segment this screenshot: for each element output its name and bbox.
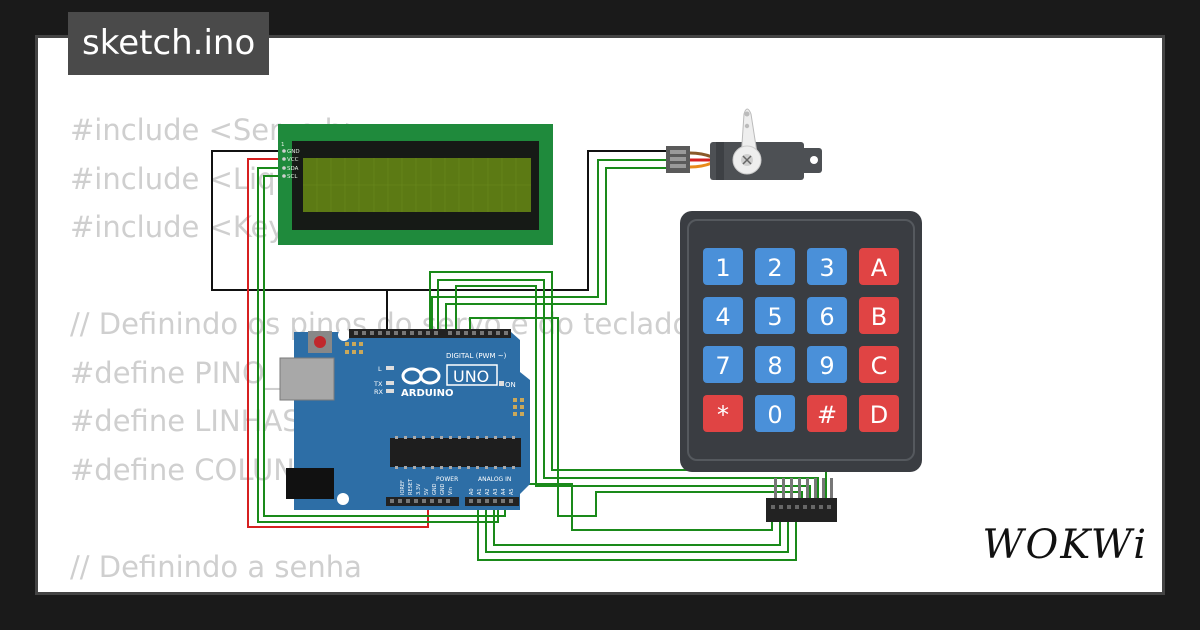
keypad-key-9[interactable]: 9 (807, 346, 847, 383)
reset-button[interactable] (314, 336, 326, 348)
wire-servo-gnd (387, 150, 668, 291)
pin-label-gnd-2: GND (440, 483, 446, 495)
sketch-title: sketch.ino (68, 12, 270, 75)
pin-label-5v: 5V (424, 488, 430, 495)
keypad-key-label: 1 (715, 254, 730, 282)
pin-label-a5: A5 (509, 488, 515, 495)
pin-label-a4: A4 (501, 488, 507, 495)
power-label: POWER (436, 476, 458, 483)
keypad-connector (766, 498, 837, 522)
pin-label-a1: A1 (477, 488, 483, 495)
wokwi-logo: WOKWi (982, 522, 1148, 568)
keypad-key-label: 5 (767, 303, 782, 331)
keypad-key-6[interactable]: 6 (807, 297, 847, 334)
led-label-rx: RX (374, 388, 384, 396)
arduino-brand: ARDUINO (401, 388, 453, 399)
lcd-pin-vcc: VCC (287, 157, 299, 163)
keypad-key-4[interactable]: 4 (703, 297, 743, 334)
wire-kp-2 (437, 279, 819, 500)
keypad-key-label: 0 (767, 401, 782, 429)
keypad-key-3[interactable]: 3 (807, 248, 847, 285)
keypad-key-hash[interactable]: # (807, 395, 847, 432)
keypad-key-a[interactable]: A (859, 248, 899, 285)
wire-kp-5 (477, 498, 797, 561)
keypad-keys: 1 2 3 A 4 5 6 B 7 8 9 C * 0 # D (703, 248, 899, 432)
keypad-key-8[interactable]: 8 (755, 346, 795, 383)
pin-label-a2: A2 (485, 488, 491, 495)
lcd-pin-gnd: GND (287, 149, 300, 155)
lcd-pin-sda: SDA (287, 166, 299, 172)
usb-port (279, 357, 335, 401)
sketch-preview-card: #include <Servo.h> #include <LiquidCryst… (35, 35, 1165, 595)
analog-label: ANALOG IN (478, 476, 511, 483)
pin-label-gnd-1: GND (432, 483, 438, 495)
lcd-display[interactable]: 1 GND VCC SDA SCL (278, 124, 553, 245)
keypad-key-label: 3 (819, 254, 834, 282)
wire-kp-7 (493, 498, 781, 546)
wire-kp-8 (515, 483, 773, 531)
lcd-pin-scl: SCL (287, 174, 298, 180)
wire-lcd-vcc (247, 158, 429, 528)
keypad-key-label: B (871, 303, 887, 331)
wire-kp-6 (485, 498, 789, 553)
wire-kp-1 (429, 271, 827, 500)
keypad-key-label: # (817, 401, 837, 429)
wire-servo-signal (445, 167, 668, 338)
keypad-key-c[interactable]: C (859, 346, 899, 383)
keypad-key-label: 6 (819, 303, 834, 331)
power-jack (286, 468, 334, 499)
keypad-key-label: 9 (819, 352, 834, 380)
lcd-pin-1: 1 (281, 142, 285, 148)
keypad-key-label: 8 (767, 352, 782, 380)
led-label-l: L (378, 365, 382, 373)
keypad-key-b[interactable]: B (859, 297, 899, 334)
keypad-key-label: 7 (715, 352, 730, 380)
on-label: ON (505, 381, 516, 389)
lcd-char-grid (303, 158, 531, 212)
code-line: // Definindo a senha (70, 549, 362, 584)
arduino-model: UNO (453, 367, 489, 386)
wire-servo-vcc (431, 159, 668, 338)
keypad-key-d[interactable]: D (859, 395, 899, 432)
wire-lcd-sda (257, 167, 499, 523)
pin-label-ioref: IOREF (400, 480, 406, 495)
keypad-key-7[interactable]: 7 (703, 346, 743, 383)
keypad-key-1[interactable]: 1 (703, 248, 743, 285)
arduino-infinity-icon (401, 367, 441, 385)
led-label-tx: TX (373, 380, 383, 388)
keypad-key-label: * (717, 401, 729, 429)
membrane-keypad[interactable]: 1 2 3 A 4 5 6 B 7 8 9 C * 0 # D (680, 211, 922, 522)
pin-label-reset: RESET (408, 478, 414, 495)
wire-lcd-gnd (211, 150, 388, 338)
keypad-key-5[interactable]: 5 (755, 297, 795, 334)
pin-label-a3: A3 (493, 488, 499, 495)
digital-label: DIGITAL (PWM ~) (446, 352, 507, 360)
pin-label-a0: A0 (469, 488, 475, 495)
wire-kp-3 (455, 285, 811, 500)
pin-label-vin: Vin (448, 487, 454, 495)
keypad-key-0[interactable]: 0 (755, 395, 795, 432)
atmega-chip (390, 438, 521, 467)
keypad-key-label: A (871, 254, 888, 282)
wires (211, 150, 827, 561)
keypad-key-2[interactable]: 2 (755, 248, 795, 285)
arduino-uno-board[interactable]: DIGITAL (PWM ~) L TX RX ARDUINO UNO ON (279, 329, 530, 510)
wire-kp-4 (469, 317, 803, 517)
servo-motor[interactable] (666, 108, 822, 180)
pin-label-3v3: 3.3V (416, 483, 422, 495)
keypad-key-label: C (871, 352, 888, 380)
keypad-key-star[interactable]: * (703, 395, 743, 432)
keypad-key-label: 4 (715, 303, 730, 331)
keypad-key-label: 2 (767, 254, 782, 282)
keypad-key-label: D (870, 401, 888, 429)
